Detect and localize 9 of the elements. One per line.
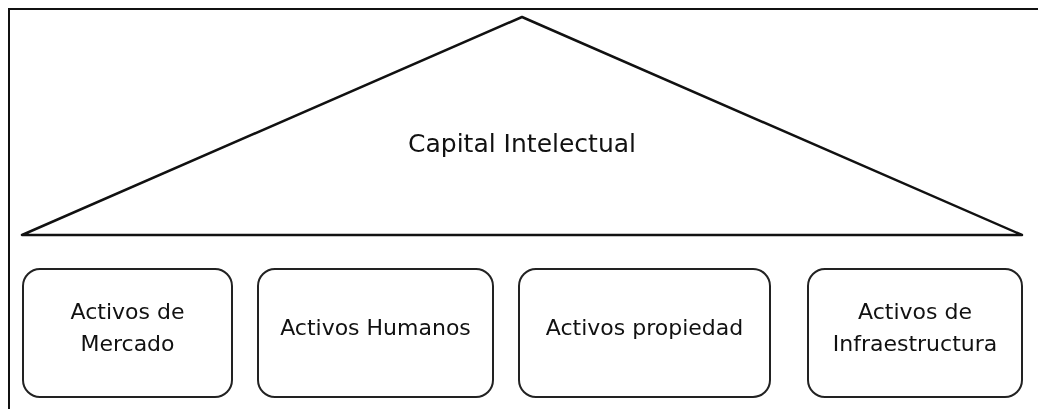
asset-box (257, 268, 494, 398)
asset-box (807, 268, 1023, 398)
box-label: Activos propiedad (544, 314, 745, 343)
box-label: Activos Humanos (279, 314, 472, 343)
title-text: Capital Intelectual (407, 128, 637, 160)
asset-box (22, 268, 233, 398)
asset-box (518, 268, 771, 398)
box-label: Activos de Infraestructura (831, 298, 999, 358)
box-label: Activos de Mercado (69, 298, 186, 358)
